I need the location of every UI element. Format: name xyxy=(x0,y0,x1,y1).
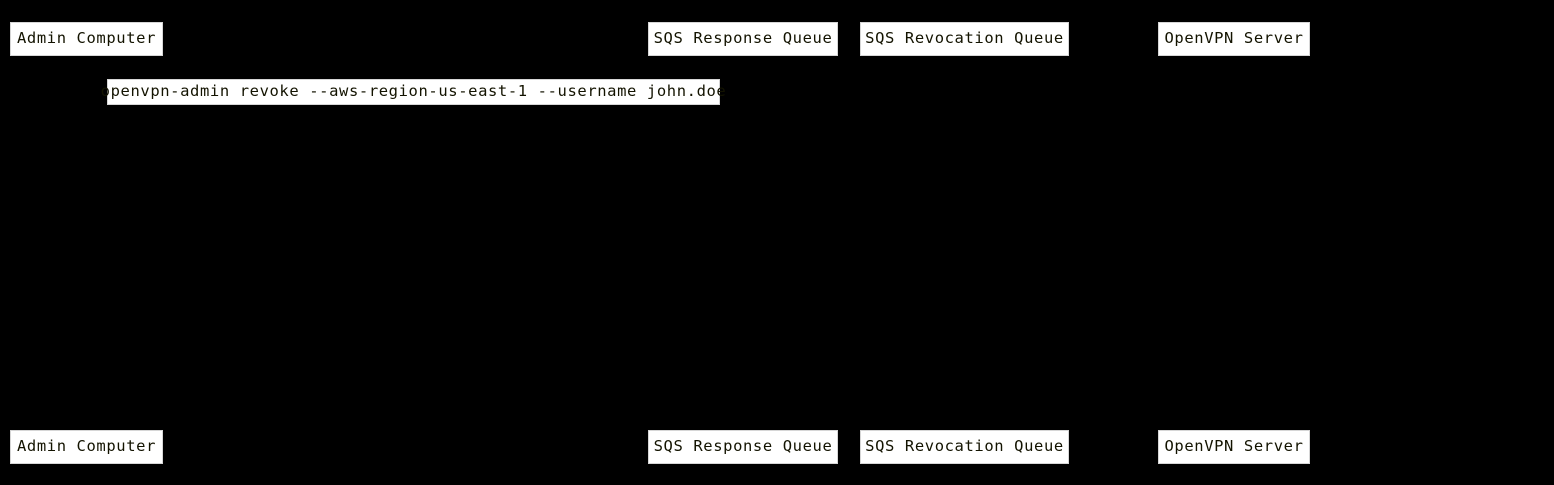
participant-sqs-revocation-queue-top[interactable]: SQS Revocation Queue xyxy=(860,22,1069,56)
participant-label: OpenVPN Server xyxy=(1164,29,1304,48)
message-label-revoke-command[interactable]: openvpn-admin revoke --aws-region-us-eas… xyxy=(101,79,726,105)
lifeline-openvpn-server xyxy=(1234,56,1235,430)
participant-label: SQS Response Queue xyxy=(653,29,833,48)
participant-sqs-revocation-queue-bottom[interactable]: SQS Revocation Queue xyxy=(860,430,1069,464)
lifeline-sqs-revocation-queue xyxy=(964,56,965,430)
participant-sqs-response-queue-top[interactable]: SQS Response Queue xyxy=(648,22,838,56)
participant-sqs-response-queue-bottom[interactable]: SQS Response Queue xyxy=(648,430,838,464)
participant-label: Admin Computer xyxy=(16,29,157,48)
participant-openvpn-server-top[interactable]: OpenVPN Server xyxy=(1158,22,1310,56)
participant-openvpn-server-bottom[interactable]: OpenVPN Server xyxy=(1158,430,1310,464)
participant-label: SQS Revocation Queue xyxy=(865,437,1064,456)
participant-label: OpenVPN Server xyxy=(1164,437,1304,456)
participant-label: SQS Response Queue xyxy=(653,437,833,456)
lifeline-admin-computer xyxy=(86,56,87,430)
message-text: openvpn-admin revoke --aws-region-us-eas… xyxy=(100,82,727,101)
participant-admin-computer-bottom[interactable]: Admin Computer xyxy=(10,430,163,464)
participant-label: Admin Computer xyxy=(16,437,157,456)
participant-admin-computer-top[interactable]: Admin Computer xyxy=(10,22,163,56)
message-arrow-revoke-command xyxy=(86,112,146,113)
participant-label: SQS Revocation Queue xyxy=(865,29,1064,48)
lifeline-sqs-response-queue xyxy=(743,56,744,430)
